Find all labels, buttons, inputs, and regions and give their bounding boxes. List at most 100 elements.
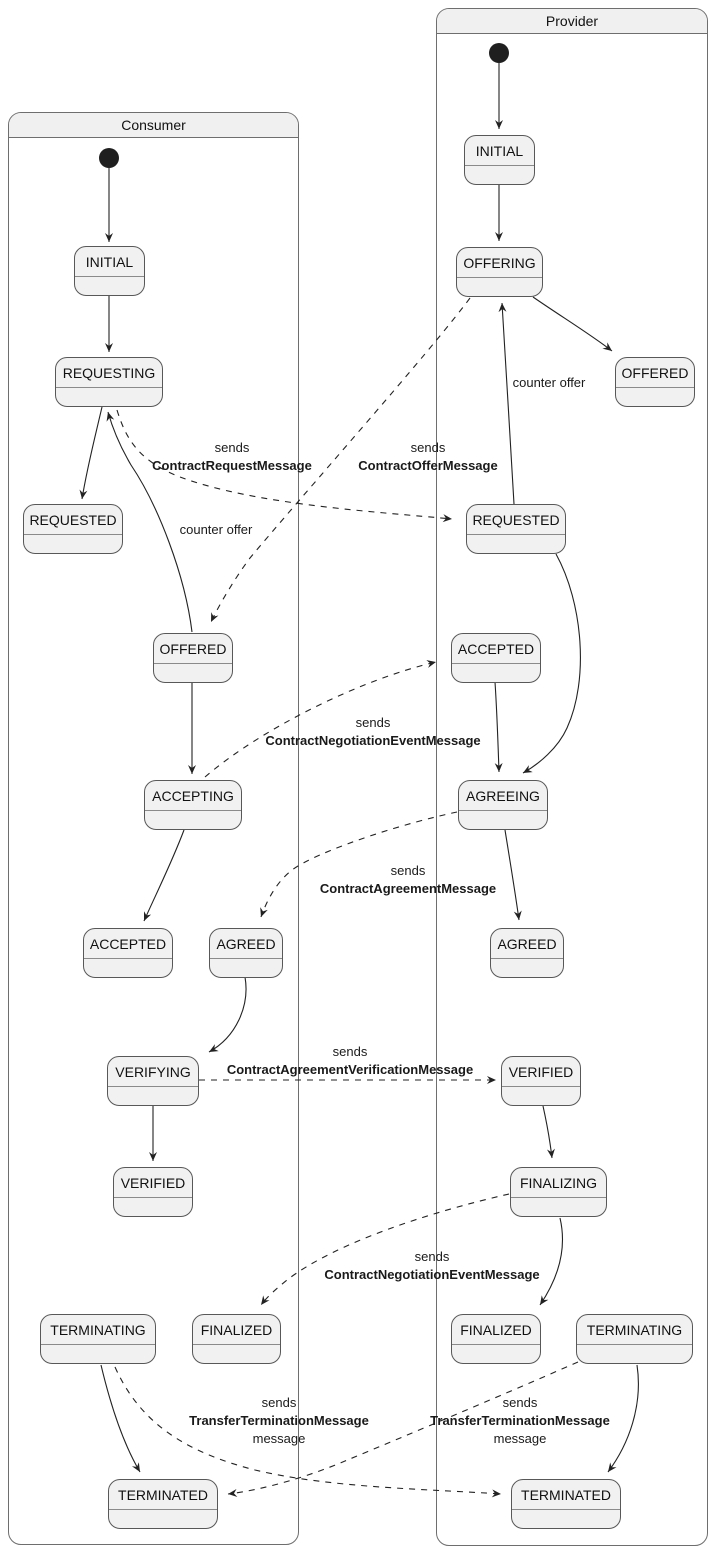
edge-label-negotiation-event-message-finalized: sends ContractNegotiationEventMessage <box>324 1248 539 1284</box>
edge-label-agreement-verification-message: sends ContractAgreementVerificationMessa… <box>227 1043 473 1079</box>
state-consumer-verifying: VERIFYING <box>107 1056 199 1106</box>
edge-label-line: sends <box>355 715 391 730</box>
edge-label-counter-offer-consumer: counter offer <box>180 521 253 539</box>
state-label: TERMINATED <box>118 1486 208 1503</box>
state-body <box>56 387 162 406</box>
state-body <box>512 1509 620 1528</box>
edge-label-line: sends <box>410 440 446 455</box>
state-consumer-finalized: FINALIZED <box>192 1314 281 1364</box>
edge-label-message: ContractRequestMessage <box>152 458 312 473</box>
state-body <box>210 958 282 977</box>
state-provider-offered: OFFERED <box>615 357 695 407</box>
edge-label-message: ContractOfferMessage <box>358 458 498 473</box>
state-label: AGREEING <box>466 787 540 804</box>
state-consumer-requested: REQUESTED <box>23 504 123 554</box>
state-label: VERIFIED <box>120 1174 186 1191</box>
state-body <box>452 1344 540 1363</box>
state-body <box>577 1344 692 1363</box>
state-label: TERMINATING <box>50 1321 146 1338</box>
state-consumer-terminated: TERMINATED <box>108 1479 218 1529</box>
state-label: TERMINATING <box>586 1321 683 1338</box>
state-provider-finalized: FINALIZED <box>451 1314 541 1364</box>
state-consumer-accepted: ACCEPTED <box>83 928 173 978</box>
state-body <box>502 1086 580 1105</box>
state-label: REQUESTED <box>29 511 117 528</box>
state-consumer-terminating: TERMINATING <box>40 1314 156 1364</box>
state-provider-finalizing: FINALIZING <box>510 1167 607 1217</box>
frame-title-provider: Provider <box>437 9 707 34</box>
edge-label-line: message <box>493 1431 547 1446</box>
state-label: TERMINATED <box>521 1486 611 1503</box>
state-body <box>616 387 694 406</box>
state-body <box>109 1509 217 1528</box>
state-consumer-initial: INITIAL <box>74 246 145 296</box>
state-body <box>457 277 542 296</box>
state-provider-terminated: TERMINATED <box>511 1479 621 1529</box>
edge-label-line: sends <box>502 1395 538 1410</box>
edge-label-message: ContractNegotiationEventMessage <box>324 1267 540 1282</box>
state-label: ACCEPTING <box>152 787 234 804</box>
edge-label-contract-request-message: sends ContractRequestMessage <box>152 439 312 475</box>
state-body <box>459 810 547 829</box>
edge-label-line: message <box>252 1431 306 1446</box>
state-provider-agreed: AGREED <box>490 928 564 978</box>
state-consumer-requesting: REQUESTING <box>55 357 163 407</box>
edge-label-message: ContractNegotiationEventMessage <box>265 733 481 748</box>
state-provider-agreeing: AGREEING <box>458 780 548 830</box>
state-provider-offering: OFFERING <box>456 247 543 297</box>
frame-title-consumer: Consumer <box>9 113 298 138</box>
state-provider-requested: REQUESTED <box>466 504 566 554</box>
state-label: OFFERED <box>621 364 689 381</box>
edge-label-line: sends <box>261 1395 297 1410</box>
edge-label-transfer-termination-message-provider: sends TransferTerminationMessage message <box>430 1394 610 1448</box>
state-body <box>145 810 241 829</box>
edge-label-message: TransferTerminationMessage <box>430 1413 610 1428</box>
edge-label-counter-offer-provider: counter offer <box>513 374 586 392</box>
state-label: INITIAL <box>85 253 134 270</box>
state-body <box>154 663 232 682</box>
state-body <box>24 534 122 553</box>
state-body <box>465 165 534 184</box>
state-label: AGREED <box>497 935 557 952</box>
edge-label-contract-agreement-message: sends ContractAgreementMessage <box>320 862 496 898</box>
state-provider-initial: INITIAL <box>464 135 535 185</box>
state-body <box>108 1086 198 1105</box>
state-label: FINALIZED <box>460 1321 532 1338</box>
edge-label-message: ContractAgreementMessage <box>319 881 497 896</box>
state-provider-accepted: ACCEPTED <box>451 633 541 683</box>
state-label: VERIFIED <box>508 1063 574 1080</box>
state-body <box>467 534 565 553</box>
state-body <box>84 958 172 977</box>
edge-label-line: sends <box>414 1249 450 1264</box>
edge-label-message: TransferTerminationMessage <box>189 1413 369 1428</box>
state-label: OFFERED <box>159 640 227 657</box>
state-label: INITIAL <box>475 142 524 159</box>
state-label: VERIFYING <box>115 1063 191 1080</box>
state-body <box>75 276 144 295</box>
frame-provider: Provider <box>436 8 708 1546</box>
edge-label-contract-offer-message: sends ContractOfferMessage <box>358 439 497 475</box>
state-label: AGREED <box>216 935 276 952</box>
state-label: FINALIZING <box>519 1174 597 1191</box>
state-label: OFFERING <box>463 254 536 271</box>
state-body <box>114 1197 192 1216</box>
state-label: ACCEPTED <box>457 640 535 657</box>
state-label: FINALIZED <box>200 1321 273 1338</box>
state-consumer-accepting: ACCEPTING <box>144 780 242 830</box>
state-body <box>452 663 540 682</box>
edge-label-message: ContractAgreementVerificationMessage <box>226 1062 474 1077</box>
state-provider-verified: VERIFIED <box>501 1056 581 1106</box>
edge-label-line: counter offer <box>179 522 253 537</box>
state-body <box>193 1344 280 1363</box>
state-consumer-offered: OFFERED <box>153 633 233 683</box>
state-label: REQUESTING <box>62 364 156 381</box>
state-provider-terminating: TERMINATING <box>576 1314 693 1364</box>
edge-label-line: counter offer <box>512 375 586 390</box>
edge-label-negotiation-event-message-accepted: sends ContractNegotiationEventMessage <box>265 714 480 750</box>
state-label: ACCEPTED <box>89 935 167 952</box>
state-body <box>511 1197 606 1216</box>
edge-label-line: sends <box>332 1044 368 1059</box>
state-body <box>41 1344 155 1363</box>
edge-label-line: sends <box>214 440 250 455</box>
